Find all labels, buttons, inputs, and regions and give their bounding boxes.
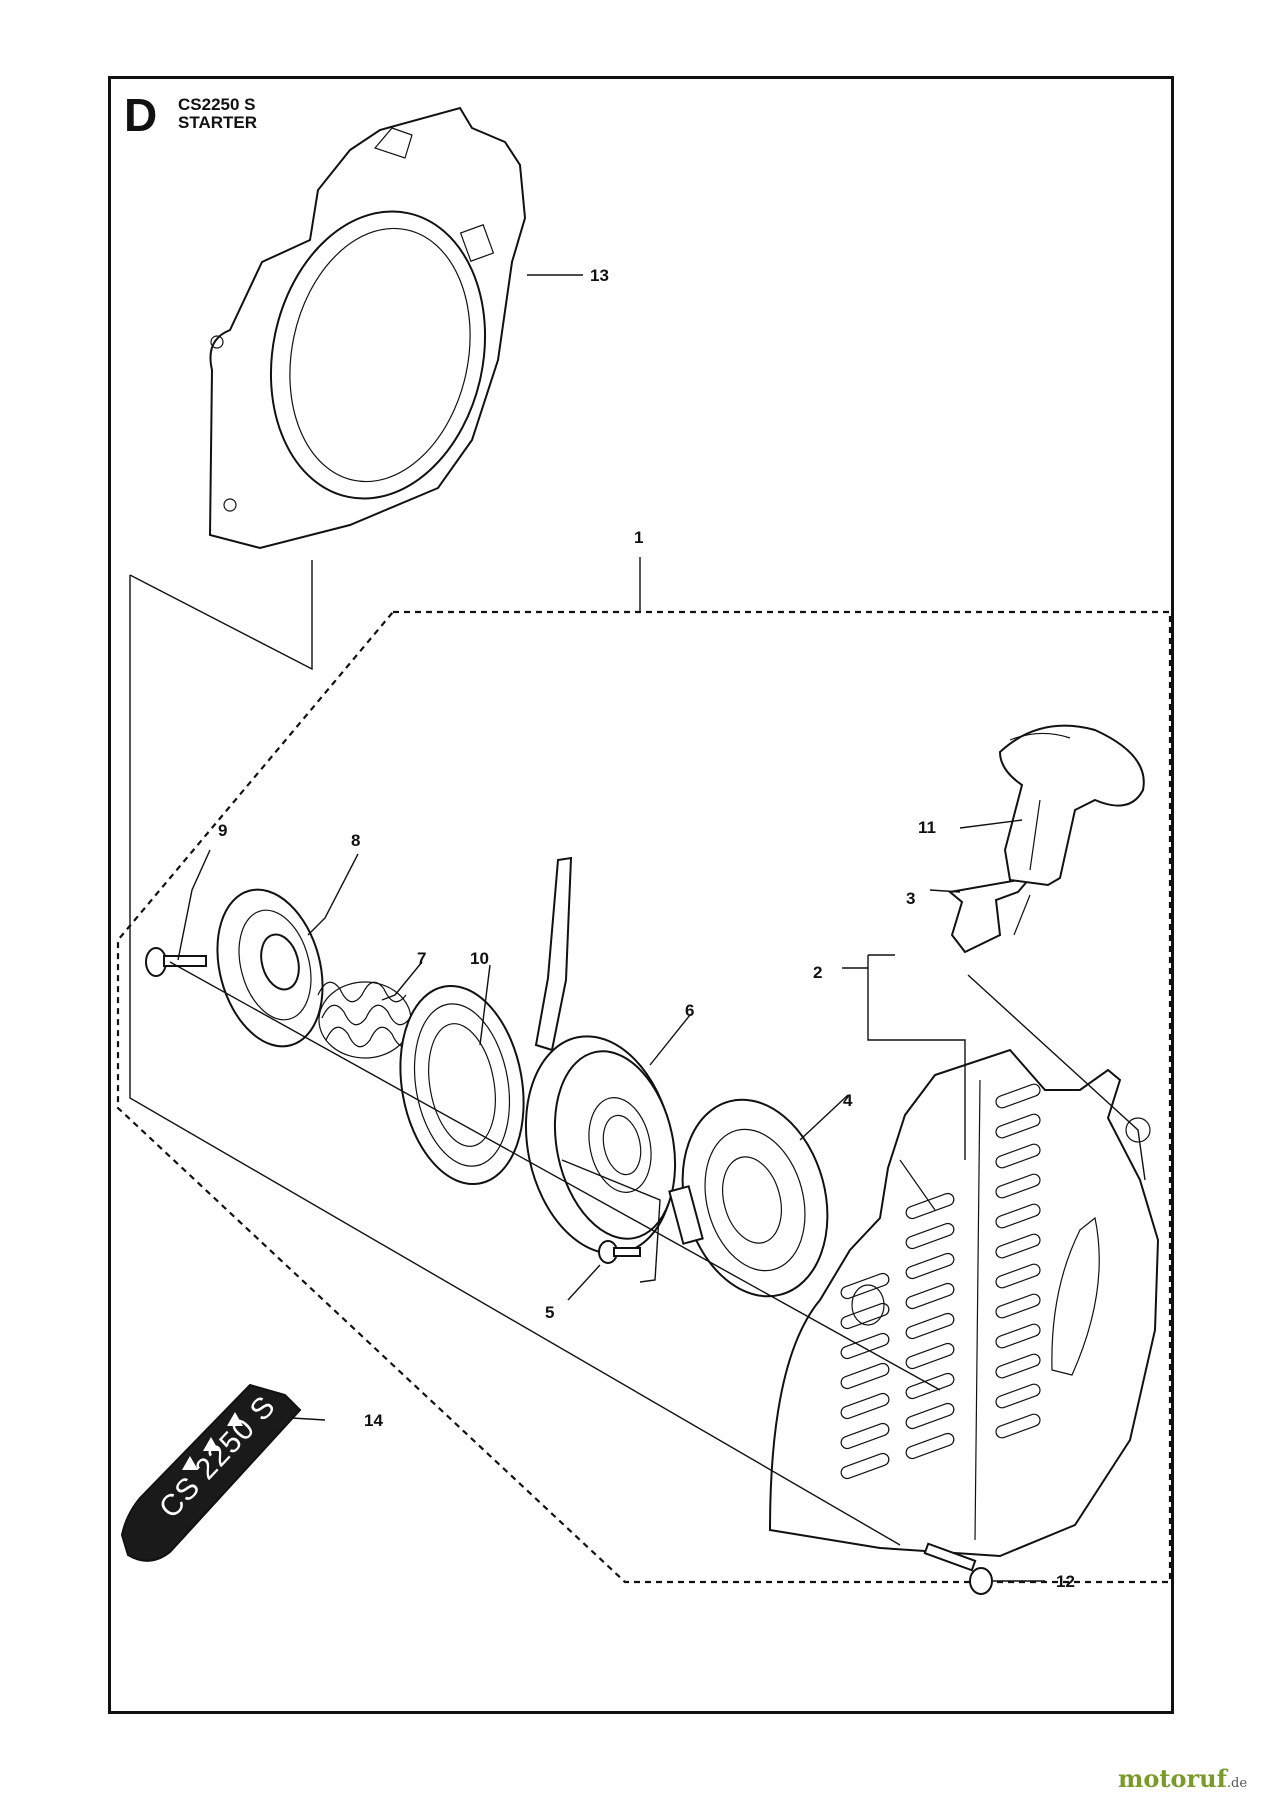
assembly-outline: [116, 610, 1172, 1584]
screw-12: [923, 1542, 993, 1595]
callout-12: 12: [1056, 1572, 1075, 1591]
fan-housing-cover: [208, 106, 527, 550]
leader-lines: [177, 274, 1045, 1582]
spring-coil: [317, 981, 415, 1059]
starter-cover: [768, 1048, 1160, 1558]
callout-13: 13: [590, 266, 609, 285]
callout-5: 5: [545, 1303, 554, 1322]
callout-1: 1: [634, 528, 643, 547]
callout-10: 10: [470, 949, 489, 968]
callout-14: 14: [364, 1411, 383, 1430]
callout-8: 8: [351, 831, 360, 850]
callout-6: 6: [685, 1001, 694, 1020]
starter-pulley: [216, 888, 324, 1048]
starter-handle: [998, 724, 1145, 936]
callout-3: 3: [906, 889, 915, 908]
rope-bushing: [947, 876, 1033, 954]
site-watermark: motoruf.de: [1118, 1764, 1247, 1793]
callout-9: 9: [218, 821, 227, 840]
decal-text: CS 2250 S: [153, 1390, 282, 1525]
axis-lines: [129, 560, 1146, 1546]
diagram-frame: [108, 76, 1174, 1714]
watermark-name: motoruf: [1118, 1764, 1227, 1793]
screw-9: [145, 947, 207, 977]
model-name: CS2250 S: [178, 95, 256, 114]
callout-11: 11: [918, 818, 936, 837]
callout-4: 4: [843, 1091, 853, 1110]
rope-pulley: [524, 1035, 677, 1255]
callout-7: 7: [417, 949, 426, 968]
spring-cassette: [668, 1098, 829, 1298]
cover-grille-slots: [840, 1083, 1041, 1480]
model-decal: CS 2250 S: [120, 1383, 302, 1562]
callout-2: 2: [813, 963, 822, 982]
screw-5: [598, 1240, 641, 1264]
recoil-spring: [399, 856, 573, 1186]
watermark-tld: .de: [1226, 1776, 1248, 1791]
section-title: STARTER: [178, 113, 258, 132]
section-letter: D: [124, 89, 158, 141]
